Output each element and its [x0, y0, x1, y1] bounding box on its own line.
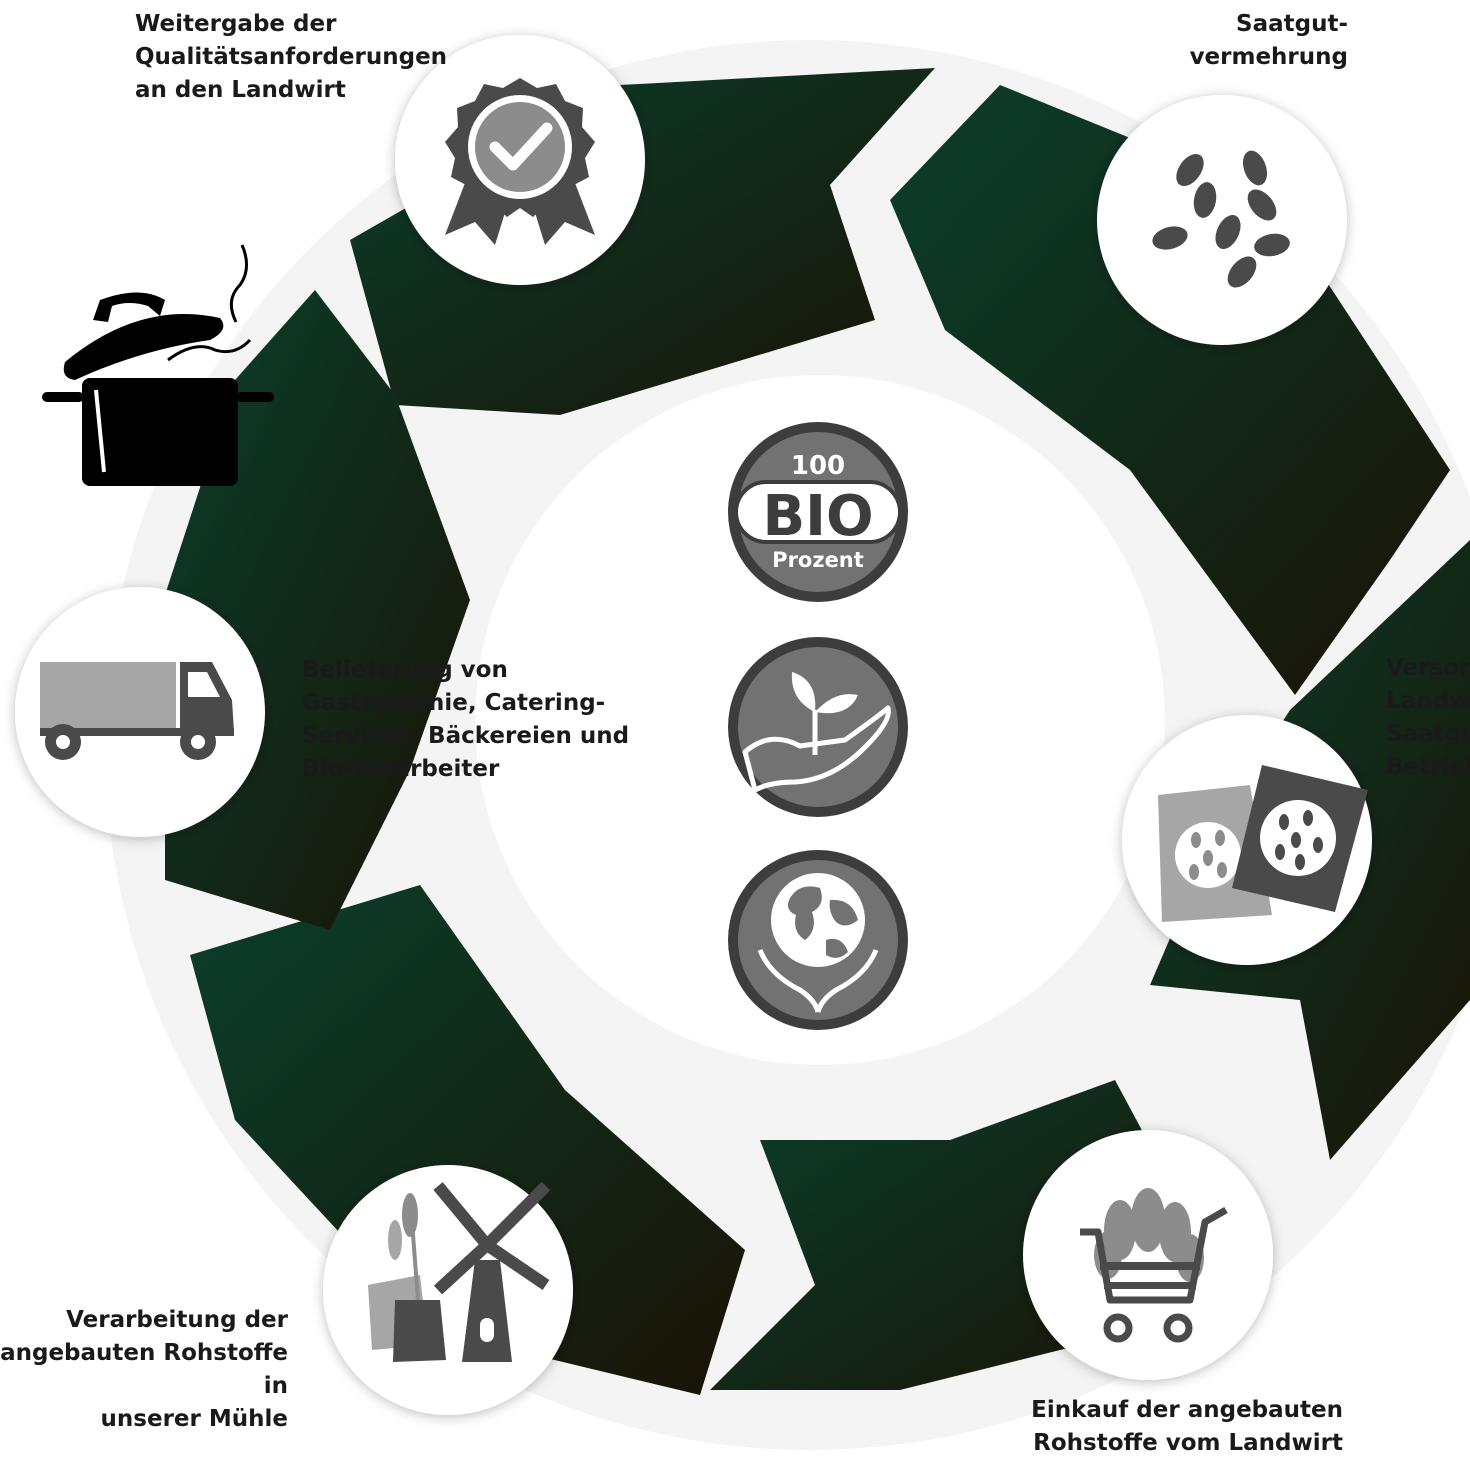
earth-in-hands-icon [728, 850, 908, 1030]
label-seed: Saatgut- vermehrung [1189, 11, 1348, 70]
bio-badge-top: 100 [791, 451, 845, 481]
label-supply: Versorg Landwi Saatgut Betrieb [1386, 655, 1470, 780]
bio-badge [728, 422, 908, 602]
truck-icon [40, 662, 234, 760]
seed-bags-icon [1158, 765, 1368, 922]
bio-badge-main: BIO [762, 484, 873, 549]
bio-badge-bottom: Prozent [772, 548, 864, 572]
label-purchase: Einkauf der angebauten Rohstoffe vom Lan… [1031, 1397, 1343, 1456]
windmill-icon [368, 1181, 551, 1362]
step-circle-purchase [1023, 1130, 1273, 1380]
label-mill: Verarbeitung der angebauten Rohstoffe in… [0, 1307, 288, 1432]
label-delivery: Belieferung von Gastronomie, Catering- S… [302, 657, 630, 782]
arrow-segment-top [350, 68, 935, 415]
cooking-pot-icon [42, 244, 274, 486]
plant-in-hand-icon [728, 637, 908, 817]
arrow-segment-top-right [890, 85, 1450, 695]
label-quality: Weitergabe der Qualitätsanforderungen an… [135, 11, 448, 103]
seeds-icon [1152, 150, 1290, 288]
award-check-icon [445, 78, 595, 245]
step-circle-seed [1097, 95, 1347, 345]
grain-cart-icon [1080, 1188, 1228, 1343]
arrow-segment-bottom-left [190, 885, 745, 1395]
